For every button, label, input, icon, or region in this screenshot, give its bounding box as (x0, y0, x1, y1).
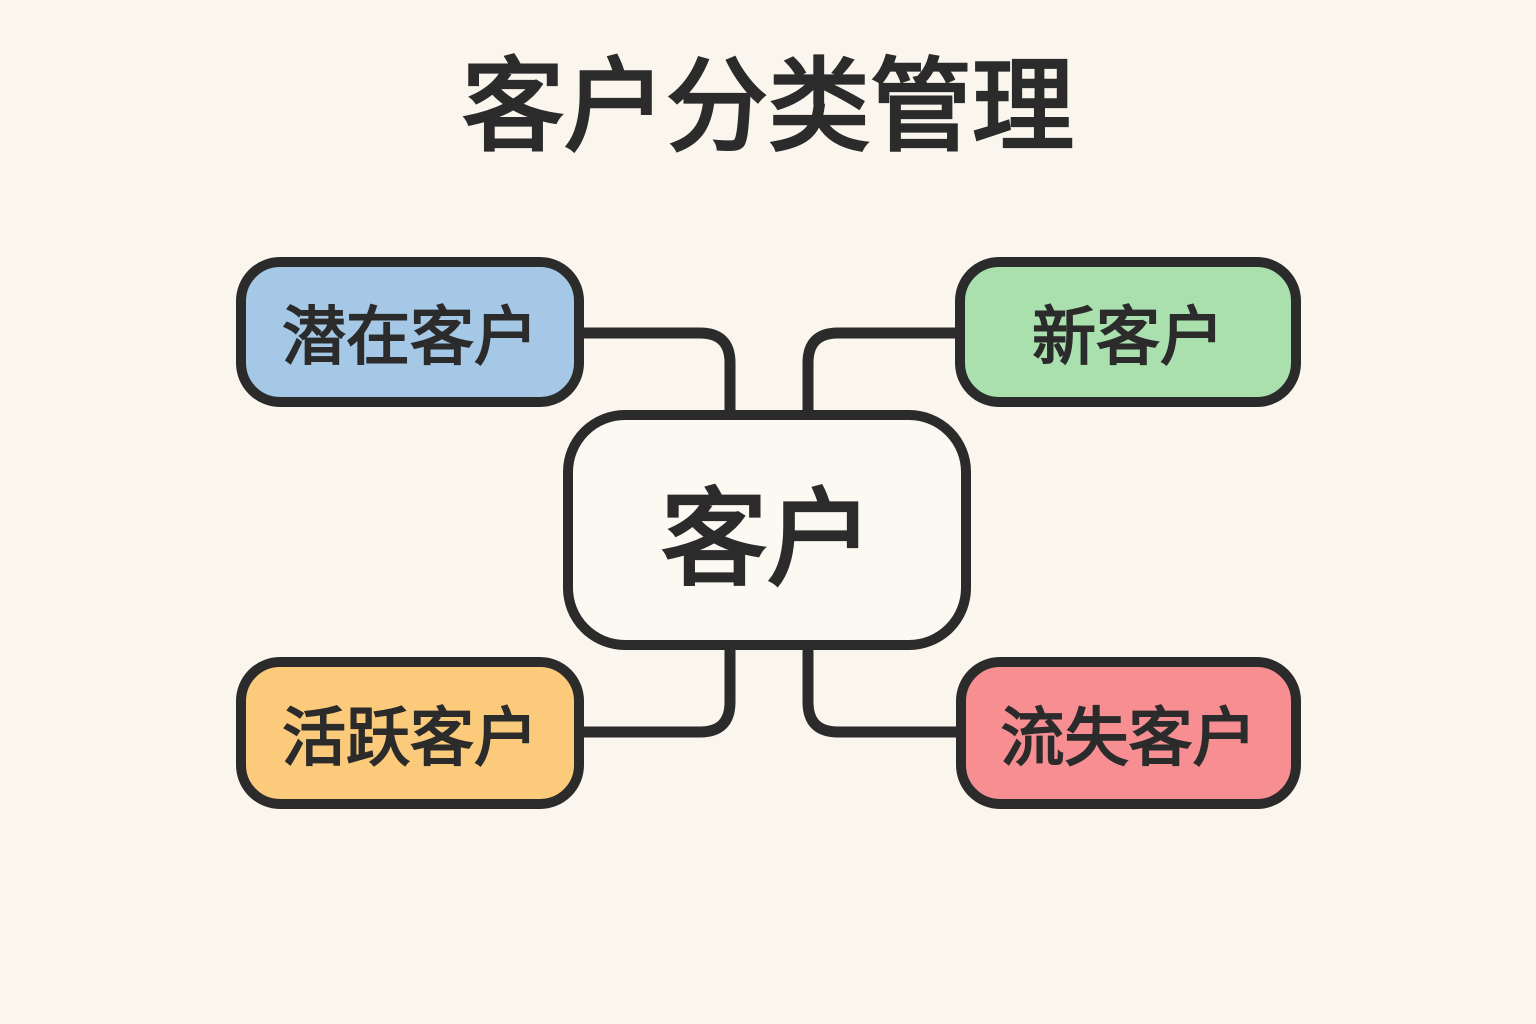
connector-potential-to-center (575, 327, 736, 418)
connector-active-to-center (575, 642, 736, 738)
node-churned-customers: 流失客户 (956, 657, 1301, 809)
connector-churned-to-center (802, 642, 962, 738)
node-new-customers-label: 新客户 (1032, 301, 1224, 375)
connector-new-to-center (802, 327, 962, 418)
node-customers: 客户 (563, 410, 971, 650)
node-potential-customers-label: 潜在客户 (282, 301, 538, 375)
diagram-title: 客户分类管理 (462, 48, 1074, 167)
node-new-customers: 新客户 (955, 257, 1301, 407)
node-potential-customers: 潜在客户 (236, 257, 584, 407)
node-churned-customers-label: 流失客户 (1000, 702, 1257, 776)
node-active-customers-label: 活跃客户 (282, 702, 538, 776)
node-customers-label: 客户 (661, 478, 873, 601)
node-active-customers: 活跃客户 (236, 657, 584, 809)
